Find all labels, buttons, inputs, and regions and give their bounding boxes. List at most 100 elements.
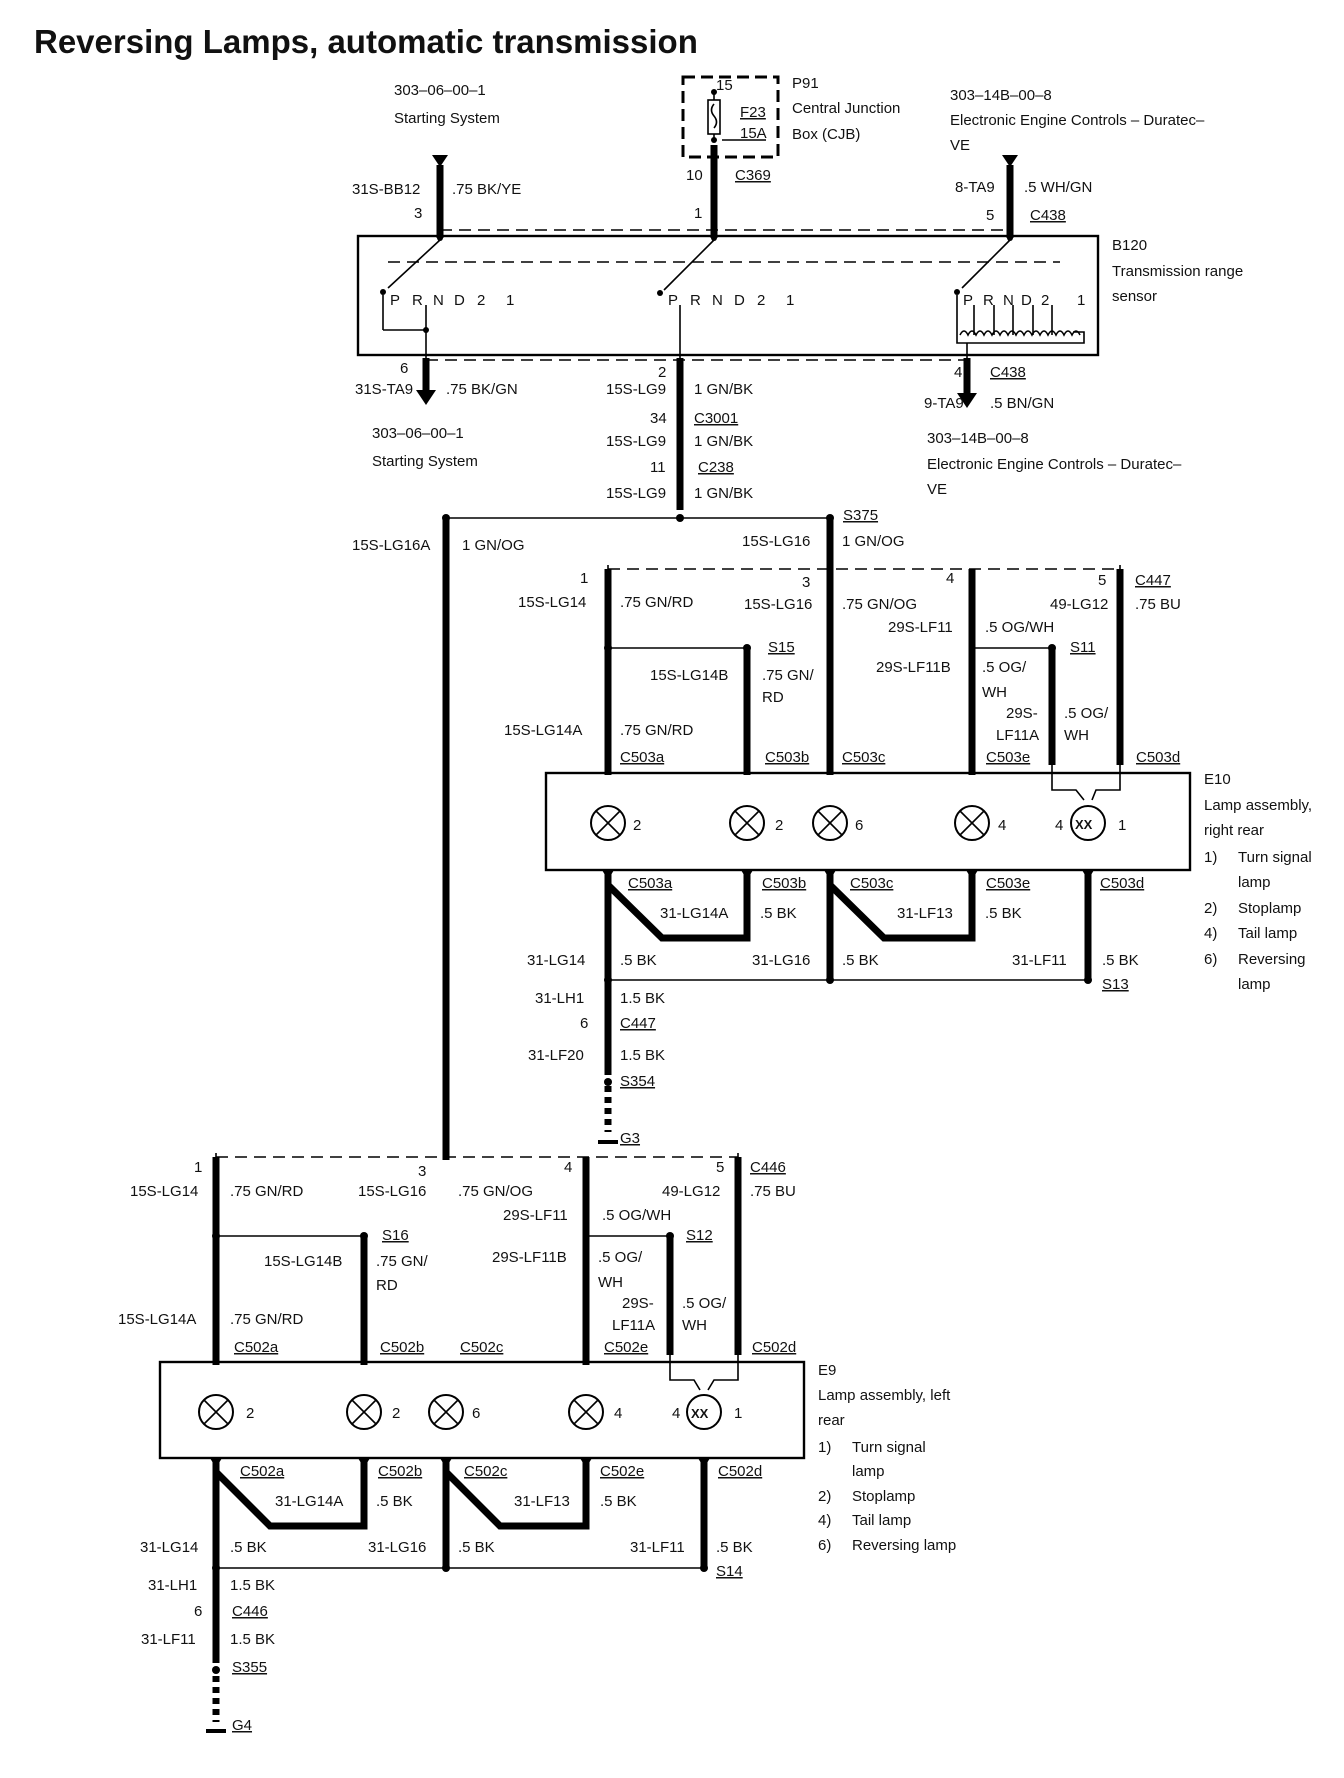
splice-s13: S13: [1102, 976, 1129, 993]
svg-text:15S-LG14B: 15S-LG14B: [264, 1253, 342, 1270]
lamp-bulb-icon: [729, 805, 765, 841]
svg-text:Starting System: Starting System: [372, 453, 478, 470]
svg-text:1: 1: [1077, 292, 1085, 309]
splice-s16: S16: [382, 1227, 409, 1244]
svg-text:E10: E10: [1204, 771, 1231, 788]
splice-s375: S375: [843, 507, 878, 524]
svg-text:6: 6: [472, 1405, 480, 1422]
svg-text:31-LF13: 31-LF13: [514, 1493, 570, 1510]
svg-text:6: 6: [855, 817, 863, 834]
svg-text:1.5 BK: 1.5 BK: [230, 1631, 275, 1648]
connector-c438-top: C438: [1030, 207, 1066, 224]
svg-text:1: 1: [506, 292, 514, 309]
svg-text:R: R: [983, 292, 994, 309]
svg-text:C503a: C503a: [620, 749, 665, 766]
svg-text:303–14B–00–8: 303–14B–00–8: [927, 430, 1029, 447]
lamp-bulb-icon: [346, 1394, 382, 1430]
svg-text:LF11A: LF11A: [996, 727, 1039, 744]
connector-c3001: C3001: [694, 410, 738, 427]
svg-text:9-TA9: 9-TA9: [924, 395, 964, 412]
svg-text:XX: XX: [1075, 817, 1093, 832]
svg-text:.75 GN/OG: .75 GN/OG: [842, 596, 917, 613]
right-rear-lamp-assembly: E10 Lamp assembly, right rear XX 2 2 6 4…: [544, 771, 1312, 872]
svg-text:Electronic Engine Controls – D: Electronic Engine Controls – Duratec–: [927, 456, 1182, 473]
svg-text:C503a: C503a: [628, 875, 673, 892]
splice-s11: S11: [1070, 639, 1096, 656]
svg-text:B120: B120: [1112, 237, 1147, 254]
svg-text:31-LH1: 31-LH1: [148, 1577, 197, 1594]
svg-text:C502c: C502c: [464, 1463, 508, 1480]
svg-text:WH: WH: [1064, 727, 1089, 744]
svg-text:1 GN/BK: 1 GN/BK: [694, 485, 753, 502]
svg-text:2: 2: [246, 1405, 254, 1422]
svg-text:15S-LG14A: 15S-LG14A: [504, 722, 582, 739]
svg-text:15S-LG14: 15S-LG14: [518, 594, 586, 611]
svg-text:4: 4: [672, 1405, 680, 1422]
svg-text:11: 11: [650, 459, 666, 476]
svg-text:2: 2: [775, 817, 783, 834]
svg-text:29S-LF11: 29S-LF11: [503, 1207, 568, 1224]
svg-text:1 GN/OG: 1 GN/OG: [842, 533, 905, 550]
svg-text:15S-LG16: 15S-LG16: [742, 533, 810, 550]
svg-text:31-LF11: 31-LF11: [141, 1631, 196, 1648]
left-rear-harness: 1 3 4 5 C446 15S-LG14 .75 GN/RD 15S-LG16…: [118, 1153, 796, 1391]
svg-text:3: 3: [414, 205, 422, 222]
transmission-range-sensor: B120 Transmission range sensor P R N D: [356, 234, 1243, 358]
svg-text:.5 BK: .5 BK: [230, 1539, 267, 1556]
svg-text:C502b: C502b: [378, 1463, 422, 1480]
svg-text:.75 BU: .75 BU: [750, 1183, 796, 1200]
svg-text:Reversing lamp: Reversing lamp: [852, 1537, 956, 1554]
svg-text:31S-TA9: 31S-TA9: [355, 381, 413, 398]
svg-text:Reversing: Reversing: [1238, 951, 1306, 968]
svg-text:Tail lamp: Tail lamp: [852, 1512, 911, 1529]
svg-text:5: 5: [986, 207, 994, 224]
svg-text:2): 2): [1204, 900, 1217, 917]
svg-text:31-LG14A: 31-LG14A: [275, 1493, 343, 1510]
svg-text:15S-LG14B: 15S-LG14B: [650, 667, 728, 684]
svg-text:C502d: C502d: [752, 1339, 796, 1356]
svg-text:Electronic Engine Controls – D: Electronic Engine Controls – Duratec–: [950, 112, 1205, 129]
svg-text:1.5 BK: 1.5 BK: [230, 1577, 275, 1594]
splice-s355: S355: [232, 1659, 267, 1676]
svg-text:1: 1: [580, 570, 588, 587]
svg-text:4: 4: [954, 364, 962, 381]
svg-text:VE: VE: [927, 481, 947, 498]
lamp-bulb-icon: [568, 1394, 604, 1430]
svg-text:Stoplamp: Stoplamp: [852, 1488, 915, 1505]
svg-text:6): 6): [1204, 951, 1217, 968]
svg-text:1.5 BK: 1.5 BK: [620, 1047, 665, 1064]
svg-text:.5 OG/: .5 OG/: [598, 1249, 643, 1266]
svg-text:4: 4: [614, 1405, 622, 1422]
svg-text:LF11A: LF11A: [612, 1317, 655, 1334]
svg-text:29S-: 29S-: [1006, 705, 1038, 722]
left-rear-lamp-assembly: E9 Lamp assembly, left rear XX 2 2 6 4 4…: [158, 1360, 951, 1460]
svg-text:N: N: [1003, 292, 1014, 309]
svg-text:1: 1: [734, 1405, 742, 1422]
svg-text:C503b: C503b: [762, 875, 806, 892]
svg-text:.5 WH/GN: .5 WH/GN: [1024, 179, 1092, 196]
left-rear-ground-wires: C502a C502b C502c C502e C502d 31-LG14A .…: [140, 1458, 762, 1734]
svg-text:4: 4: [564, 1159, 572, 1176]
svg-text:P: P: [963, 292, 973, 309]
svg-text:.5 BK: .5 BK: [985, 905, 1022, 922]
svg-text:6: 6: [580, 1015, 588, 1032]
svg-text:31-LF13: 31-LF13: [897, 905, 953, 922]
svg-text:Turn signal: Turn signal: [1238, 849, 1312, 866]
svg-text:E9: E9: [818, 1362, 836, 1379]
svg-text:6): 6): [818, 1537, 831, 1554]
lamp-bulb-icon: [198, 1394, 234, 1430]
svg-text:.75 BK/YE: .75 BK/YE: [452, 181, 521, 198]
svg-text:.5 OG/: .5 OG/: [682, 1295, 727, 1312]
fuse-f23-label: F23: [740, 104, 766, 121]
svg-text:C502c: C502c: [460, 1339, 504, 1356]
svg-text:1): 1): [1204, 849, 1217, 866]
svg-text:.5 BK: .5 BK: [600, 1493, 637, 1510]
svg-text:31-LF11: 31-LF11: [1012, 952, 1067, 969]
svg-text:Starting System: Starting System: [394, 110, 500, 127]
svg-text:2: 2: [1041, 292, 1049, 309]
svg-text:.5 OG/: .5 OG/: [982, 659, 1027, 676]
svg-text:Lamp assembly, left: Lamp assembly, left: [818, 1387, 951, 1404]
svg-text:1: 1: [1118, 817, 1126, 834]
svg-text:15S-LG14: 15S-LG14: [130, 1183, 198, 1200]
